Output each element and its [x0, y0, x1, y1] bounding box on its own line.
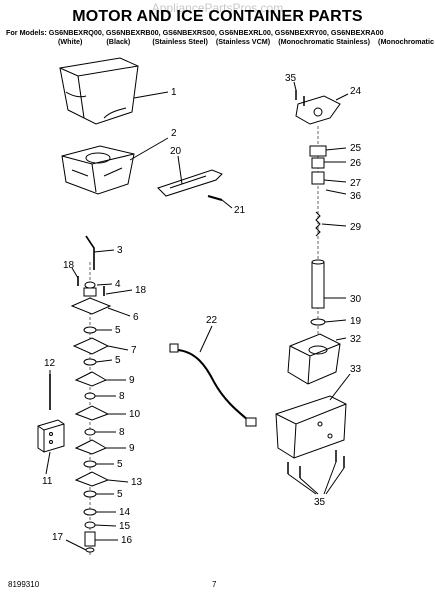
callout-number: 27	[350, 178, 362, 189]
callout-number: 5	[117, 459, 123, 470]
models-line: For Models: GS6NBEXRQ00, GS6NBEXRB00, GS…	[6, 28, 384, 37]
finish-label: (Stainless Steel)	[152, 37, 208, 46]
callout-number: 9	[129, 375, 135, 386]
callout-number: 24	[350, 86, 362, 97]
finish-label: (Monochromatic Stainless)	[278, 37, 371, 46]
page-number: 7	[212, 580, 217, 589]
callout-number: 17	[52, 532, 64, 543]
finish-label: (Stainless VCM)	[215, 37, 271, 46]
callout-number: 22	[206, 315, 218, 326]
callout-number: 7	[131, 345, 137, 356]
callout-number: 5	[117, 489, 123, 500]
callout-number: 30	[350, 294, 362, 305]
callout-number: 5	[115, 355, 121, 366]
callout-labels: 1 2 20 21 3 18 4 18 6 5 7 5 9 8 10 8 9 5…	[42, 73, 362, 546]
bail-bracket	[157, 169, 223, 197]
callout-number: 8	[119, 427, 125, 438]
document-number: 8199310	[8, 580, 40, 589]
auger-motor	[287, 333, 341, 385]
callout-number: 36	[350, 191, 362, 202]
wire-harness	[169, 343, 257, 427]
crusher-stack	[70, 281, 112, 553]
callout-number: 33	[350, 364, 362, 375]
motor-bracket	[275, 395, 347, 459]
callout-number: 35	[314, 497, 326, 508]
callout-number: 10	[129, 409, 141, 420]
page-title: MOTOR AND ICE CONTAINER PARTS	[72, 8, 363, 25]
drive-tube	[311, 261, 325, 309]
callout-number: 32	[350, 334, 362, 345]
callout-number: 8	[119, 391, 125, 402]
callout-number: 29	[350, 222, 362, 233]
callout-number: 3	[117, 245, 123, 256]
finish-label: (Monochromatic Satina)	[378, 37, 435, 46]
auger-shaft	[85, 235, 95, 270]
motor-plate	[295, 95, 341, 125]
callout-number: 20	[170, 146, 182, 157]
callout-number: 16	[121, 535, 133, 546]
callout-number: 19	[350, 316, 362, 327]
callout-number: 2	[171, 128, 177, 139]
switch-block	[37, 419, 65, 453]
callout-number: 35	[285, 73, 297, 84]
callout-number: 15	[119, 521, 131, 532]
finish-label: (Black)	[106, 37, 131, 46]
watermark: AppliancePartsPros.com	[151, 1, 284, 15]
coupler	[309, 145, 327, 157]
callout-number: 13	[131, 477, 143, 488]
callout-number: 21	[234, 205, 246, 216]
callout-number: 26	[350, 158, 362, 169]
callout-number: 18	[63, 260, 75, 271]
container-base	[61, 145, 135, 195]
callout-number: 4	[115, 279, 121, 290]
finishes-line: (White) (Black) (Stainless Steel) (Stain…	[58, 37, 435, 46]
ice-container-bin	[59, 57, 139, 125]
callout-number: 11	[42, 476, 53, 487]
callout-number: 5	[115, 325, 121, 336]
finish-label: (White)	[58, 37, 83, 46]
callout-number: 1	[171, 87, 177, 98]
spring	[315, 211, 321, 237]
callout-number: 25	[350, 143, 362, 154]
callout-number: 9	[129, 443, 135, 454]
callout-number: 6	[133, 312, 139, 323]
bracket-screw	[207, 195, 223, 201]
callout-number: 18	[135, 285, 147, 296]
callout-number: 14	[119, 507, 131, 518]
callout-number: 12	[44, 358, 56, 369]
